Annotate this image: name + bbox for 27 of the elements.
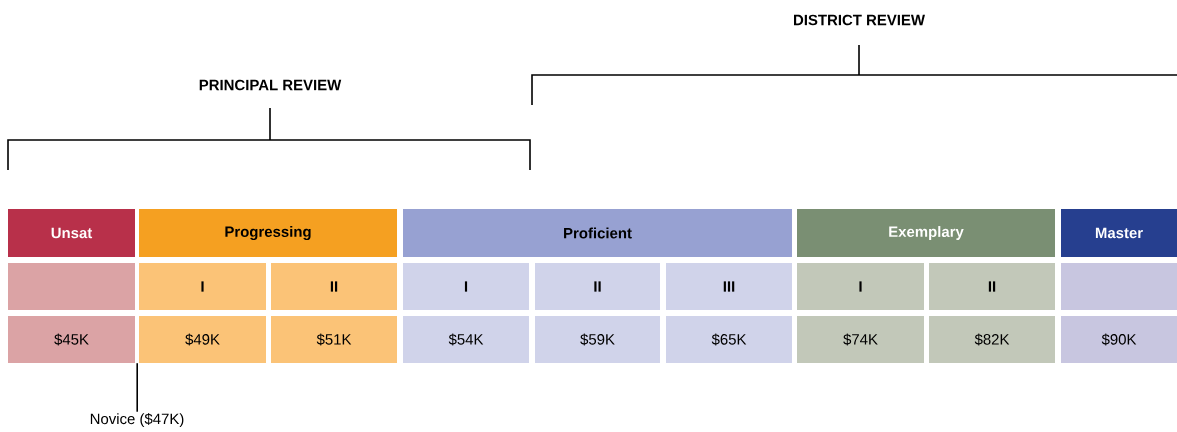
salary-cell: $49K <box>139 316 266 363</box>
salary-cell: $51K <box>271 316 397 363</box>
salary-cell: $82K <box>929 316 1055 363</box>
level-cell: I <box>139 263 266 310</box>
level-cell: III <box>666 263 792 310</box>
salary-cell: $74K <box>797 316 924 363</box>
salary-cell: $45K <box>8 316 135 363</box>
level-cell: II <box>929 263 1055 310</box>
salary-cell: $65K <box>666 316 792 363</box>
header-cell: Progressing <box>139 209 397 257</box>
bracket-label: DISTRICT REVIEW <box>794 14 925 26</box>
bracket-label: PRINCIPAL REVIEW <box>199 79 342 91</box>
empty-cell <box>8 263 135 310</box>
header-cell: Proficient <box>403 209 792 257</box>
salary-cell: $59K <box>535 316 660 363</box>
level-cell: II <box>271 263 397 310</box>
level-cell: I <box>797 263 924 310</box>
level-cell: II <box>535 263 660 310</box>
salary-cell: $54K <box>403 316 529 363</box>
level-cell: I <box>403 263 529 310</box>
leader-line <box>136 362 138 413</box>
note-text: Novice ($47K) <box>90 412 184 428</box>
empty-cell <box>1061 263 1177 310</box>
header-cell: Master <box>1061 209 1177 257</box>
header-cell: Unsat <box>8 209 135 257</box>
salary-cell: $90K <box>1061 316 1177 363</box>
header-cell: Exemplary <box>797 209 1055 257</box>
